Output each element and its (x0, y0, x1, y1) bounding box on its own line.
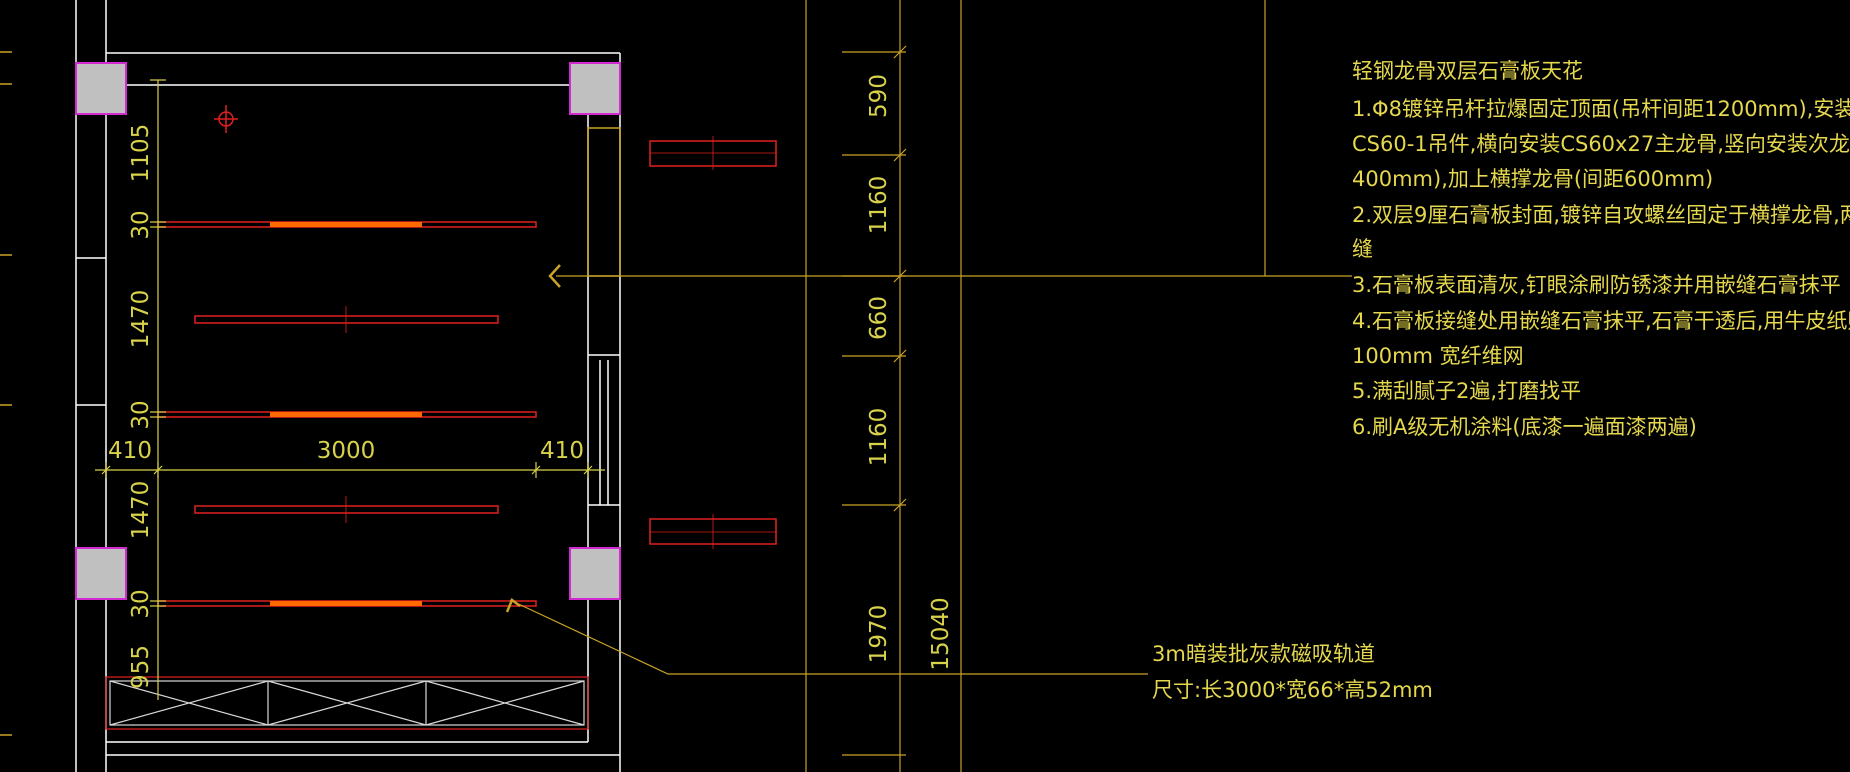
dim-horizontal-left: 410 (108, 438, 152, 464)
section-lines (805, 0, 1266, 772)
dim-vertical-1470b: 1470 (128, 481, 154, 540)
track-spec-note: 3m暗装批灰款磁吸轨道 尺寸:长3000*宽66*高52mm (1152, 642, 1433, 702)
section-fixture-1 (649, 136, 777, 170)
ceiling-note-line-10: 6.刷A级无机涂料(底漆一遍面漆两遍) (1352, 415, 1697, 439)
ceiling-note-line-5: 缝 (1352, 237, 1373, 261)
ceiling-spec-note: 轻钢龙骨双层石膏板天花 1.Φ8镀锌吊杆拉爆固定顶面(吊杆间距1200mm),安… (1352, 59, 1850, 439)
dim-vertical-955: 955 (128, 645, 154, 689)
ceiling-note-line-1: 1.Φ8镀锌吊杆拉爆固定顶面(吊杆间距1200mm),安装边龙骨,安装 (1352, 97, 1850, 121)
track-note-size: 尺寸:长3000*宽66*高52mm (1152, 678, 1433, 702)
bottom-cabinet (105, 676, 589, 730)
dim-vertical-30b: 30 (128, 400, 154, 429)
dim-vertical-1105: 1105 (128, 124, 154, 183)
ceiling-note-title: 轻钢龙骨双层石膏板天花 (1352, 59, 1583, 83)
ceiling-note-line-6: 3.石膏板表面清灰,钉眼涂刷防锈漆并用嵌缝石膏抹平 (1352, 273, 1841, 297)
dim-section-1160a: 1160 (866, 176, 892, 235)
dim-section-1160b: 1160 (866, 408, 892, 467)
linear-fixture-1 (194, 306, 499, 333)
column-top-left (75, 62, 127, 115)
column-top-right (569, 62, 621, 115)
ceiling-note-line-7: 4.石膏板接缝处用嵌缝石膏抹平,石膏干透后,用牛皮纸贴平,再贴一层 (1352, 309, 1850, 333)
linear-fixture-2 (194, 496, 499, 523)
ceiling-note-line-4: 2.双层9厘石膏板封面,镀锌自攻螺丝固定于横撑龙骨,两层石膏板要上下错 (1352, 203, 1850, 227)
section-dimension-labels: 590 1160 660 1160 1970 15040 (866, 74, 954, 671)
dim-horizontal-right: 410 (540, 438, 584, 464)
dim-horizontal-center: 3000 (317, 438, 376, 464)
plan-dimension-lines (95, 79, 605, 700)
dim-section-590: 590 (866, 74, 892, 118)
dim-vertical-30a: 30 (128, 210, 154, 239)
column-bottom-right (569, 547, 621, 600)
ceiling-note-line-8: 100mm 宽纤维网 (1352, 344, 1524, 368)
left-edge-ticks (0, 51, 12, 736)
ceiling-note-line-2: CS60-1吊件,横向安装CS60x27主龙骨,竖向安装次龙骨(间距 (1352, 132, 1850, 156)
plan-dimension-labels: 410 3000 410 1105 30 1470 30 1470 30 955 (108, 124, 584, 689)
dim-section-1970: 1970 (866, 605, 892, 664)
ceiling-note-line-3: 400mm),加上横撑龙骨(间距600mm) (1352, 167, 1713, 191)
dim-vertical-1470a: 1470 (128, 290, 154, 349)
dim-section-660: 660 (866, 296, 892, 340)
dim-vertical-30c: 30 (128, 589, 154, 618)
target-marker-icon (214, 105, 238, 133)
column-bottom-left (75, 547, 127, 600)
track-note-title: 3m暗装批灰款磁吸轨道 (1152, 642, 1375, 666)
structural-columns (75, 62, 621, 600)
ceiling-note-line-9: 5.满刮腻子2遍,打磨找平 (1352, 379, 1581, 403)
dim-section-total: 15040 (928, 597, 954, 670)
section-fixture-2 (649, 514, 777, 549)
leader-lines (505, 264, 1352, 675)
